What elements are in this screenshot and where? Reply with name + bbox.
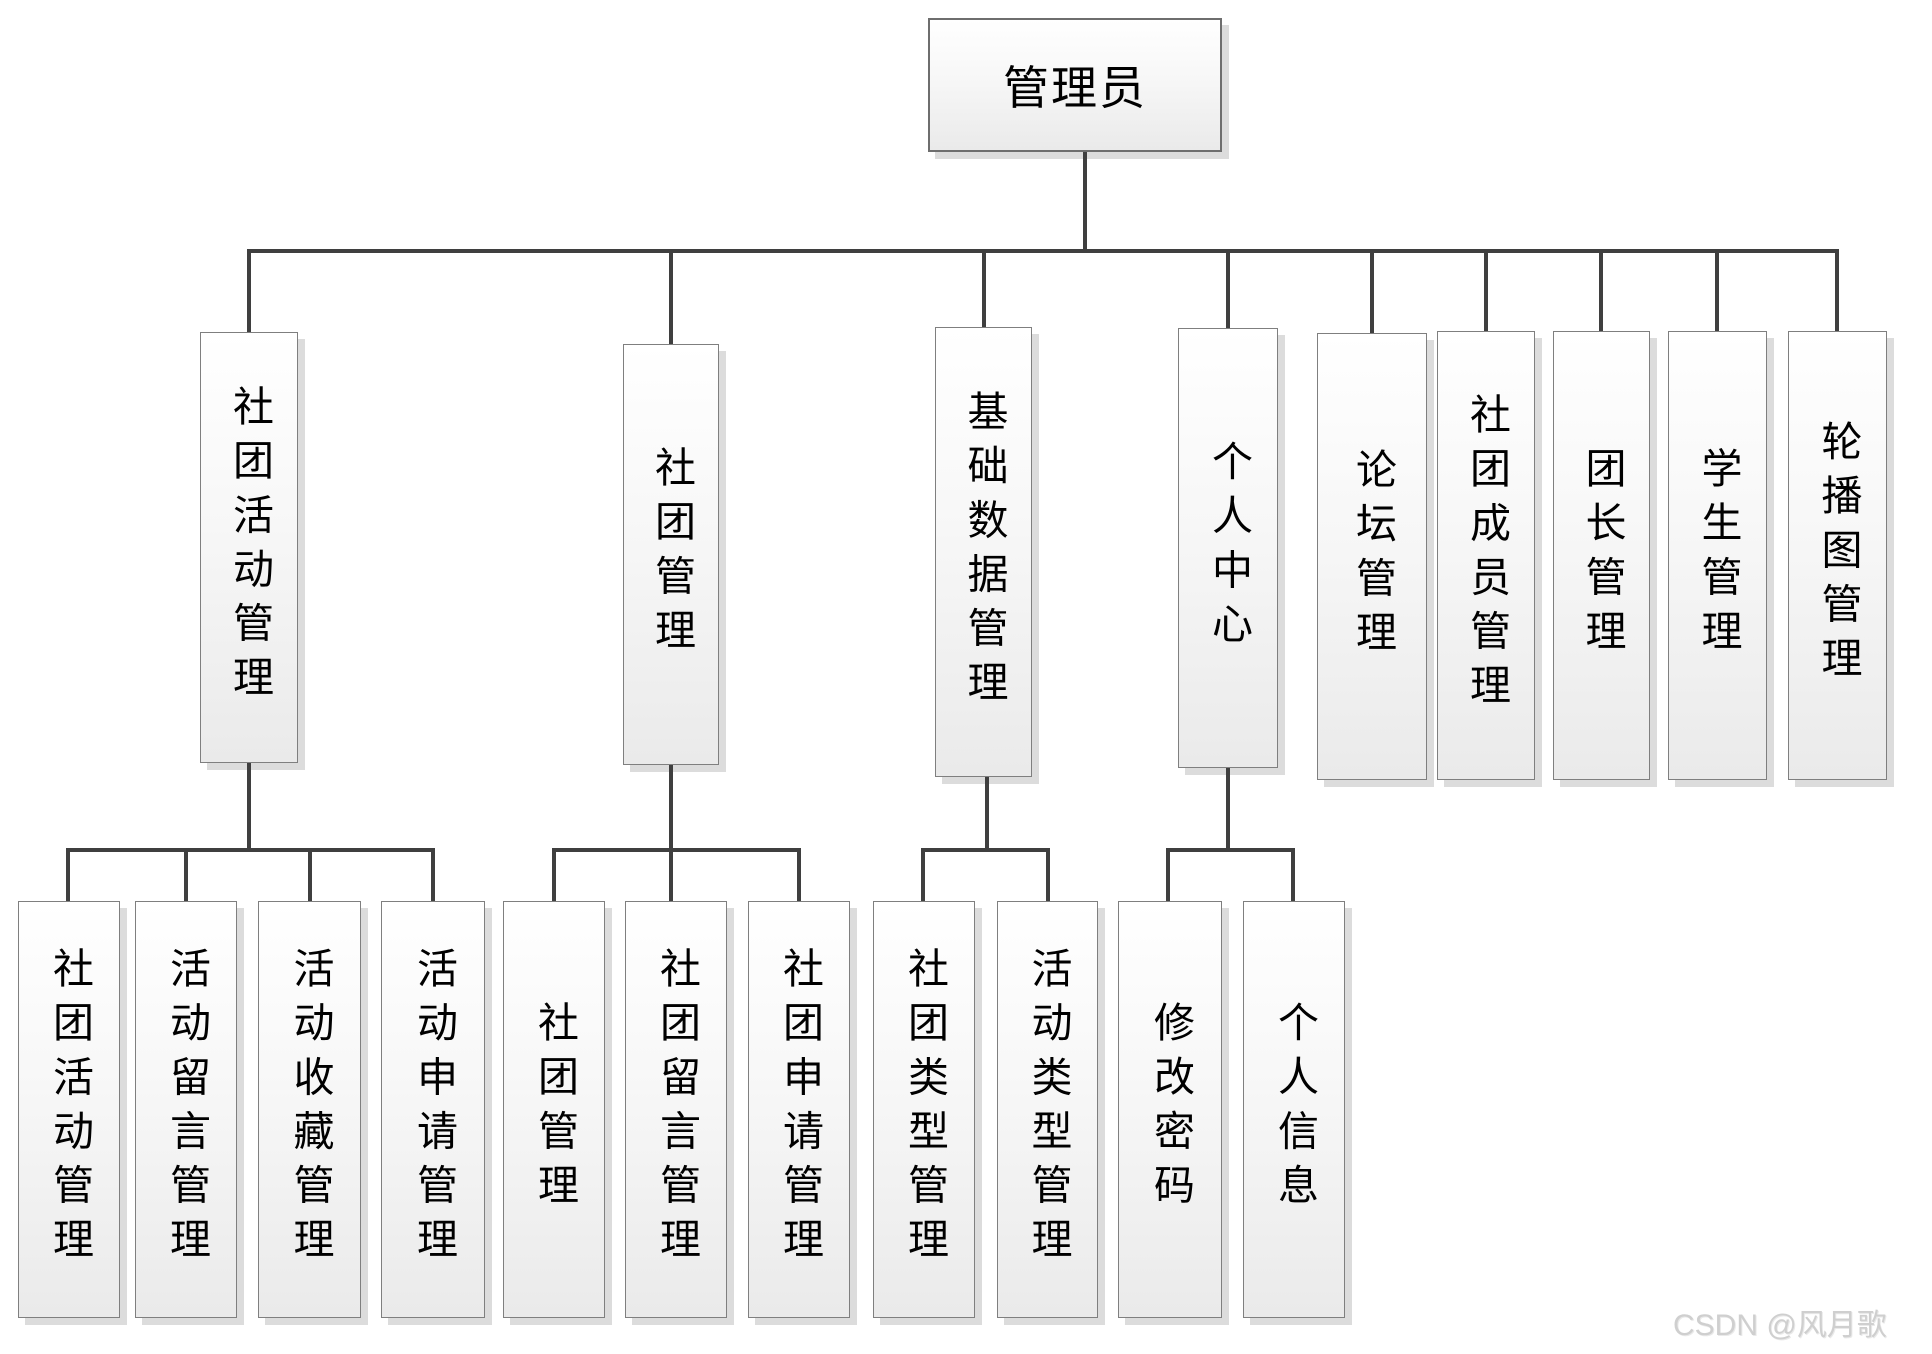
node-club-type-management: 社团类型管理 — [873, 901, 975, 1318]
node-personal-center: 个人中心 — [1178, 328, 1278, 768]
connector-group1-drop-0 — [66, 848, 70, 902]
connector-drop-branch-0 — [247, 249, 251, 332]
node-club-management-label: 社团管理 — [648, 446, 695, 663]
connector-drop-branch-1 — [669, 249, 673, 344]
node-club-activity-management: 社团活动管理 — [200, 332, 298, 763]
node-change-password-label: 修改密码 — [1147, 1001, 1194, 1218]
connector-group3-drop-1 — [1046, 848, 1050, 902]
node-basic-data-management: 基础数据管理 — [935, 327, 1032, 777]
node-personal-info: 个人信息 — [1243, 901, 1345, 1318]
connector-drop-branch-4 — [1370, 249, 1374, 333]
node-activity-type-management-label: 活动类型管理 — [1025, 947, 1071, 1272]
node-club-management: 社团管理 — [623, 344, 719, 765]
connector-drop-branch-3 — [1226, 249, 1230, 328]
node-admin: 管理员 — [928, 18, 1222, 152]
node-club-comment-management-label: 社团留言管理 — [653, 947, 700, 1272]
node-carousel-management-label: 轮播图管理 — [1815, 420, 1861, 691]
node-personal-center-label: 个人中心 — [1205, 439, 1252, 657]
node-forum-management: 论坛管理 — [1317, 333, 1427, 780]
node-basic-data-management-label: 基础数据管理 — [961, 389, 1007, 715]
connector-group2-riser — [669, 765, 673, 905]
node-club-application-management-label: 社团申请管理 — [776, 947, 823, 1272]
node-change-password: 修改密码 — [1118, 901, 1222, 1318]
connector-drop-branch-5 — [1484, 249, 1488, 331]
connector-group1-drop-2 — [308, 848, 312, 902]
connector-group1-drop-3 — [431, 848, 435, 902]
node-student-management: 学生管理 — [1668, 331, 1767, 780]
node-team-leader-management-label: 团长管理 — [1579, 447, 1625, 664]
node-club-comment-management: 社团留言管理 — [625, 901, 727, 1318]
connector-drop-branch-2 — [982, 249, 986, 327]
connector-group4-drop-0 — [1166, 848, 1170, 902]
node-activity-favorite-management: 活动收藏管理 — [258, 901, 361, 1318]
connector-group2-drop-0 — [552, 848, 556, 902]
connector-group1-bus — [66, 848, 435, 852]
connector-group4-drop-1 — [1291, 848, 1295, 902]
connector-main-bus — [247, 249, 1839, 253]
node-club-member-management: 社团成员管理 — [1437, 331, 1535, 780]
node-club-management-sub: 社团管理 — [503, 901, 605, 1318]
node-team-leader-management: 团长管理 — [1553, 331, 1650, 780]
node-activity-comment-management: 活动留言管理 — [135, 901, 237, 1318]
node-activity-application-management-label: 活动申请管理 — [410, 947, 457, 1272]
connector-group1-drop-1 — [184, 848, 188, 902]
node-club-activity-management-label: 社团活动管理 — [226, 385, 273, 710]
connector-group3-bus — [921, 848, 1050, 852]
node-activity-favorite-management-label: 活动收藏管理 — [287, 947, 333, 1272]
node-student-management-label: 学生管理 — [1695, 447, 1741, 664]
connector-group3-drop-0 — [921, 848, 925, 902]
connector-group4-riser — [1226, 768, 1230, 852]
connector-drop-branch-6 — [1599, 249, 1603, 331]
node-forum-management-label: 论坛管理 — [1349, 448, 1396, 665]
node-personal-info-label: 个人信息 — [1271, 1001, 1318, 1218]
node-activity-application-management: 活动申请管理 — [381, 901, 485, 1318]
node-club-member-management-label: 社团成员管理 — [1463, 393, 1510, 718]
node-club-application-management: 社团申请管理 — [748, 901, 850, 1318]
connector-group2-drop-2 — [797, 848, 801, 902]
node-admin-label: 管理员 — [1003, 62, 1147, 114]
connector-group1-riser — [247, 763, 251, 852]
node-club-activity-management-sub: 社团活动管理 — [18, 901, 120, 1318]
connector-drop-branch-8 — [1835, 249, 1839, 331]
node-carousel-management: 轮播图管理 — [1788, 331, 1887, 780]
connector-group3-riser — [985, 777, 989, 852]
node-activity-comment-management-label: 活动留言管理 — [163, 947, 210, 1272]
node-activity-type-management: 活动类型管理 — [997, 901, 1098, 1318]
node-club-type-management-label: 社团类型管理 — [901, 947, 948, 1272]
connector-group4-bus — [1166, 848, 1295, 852]
csdn-watermark: CSDN @风月歌 — [1673, 1309, 1887, 1342]
connector-group2-bus — [552, 848, 801, 852]
connector-drop-branch-7 — [1715, 249, 1719, 331]
node-club-activity-management-sub-label: 社团活动管理 — [46, 947, 93, 1272]
node-club-management-sub-label: 社团管理 — [531, 1001, 578, 1218]
connector-root-riser — [1083, 152, 1087, 250]
